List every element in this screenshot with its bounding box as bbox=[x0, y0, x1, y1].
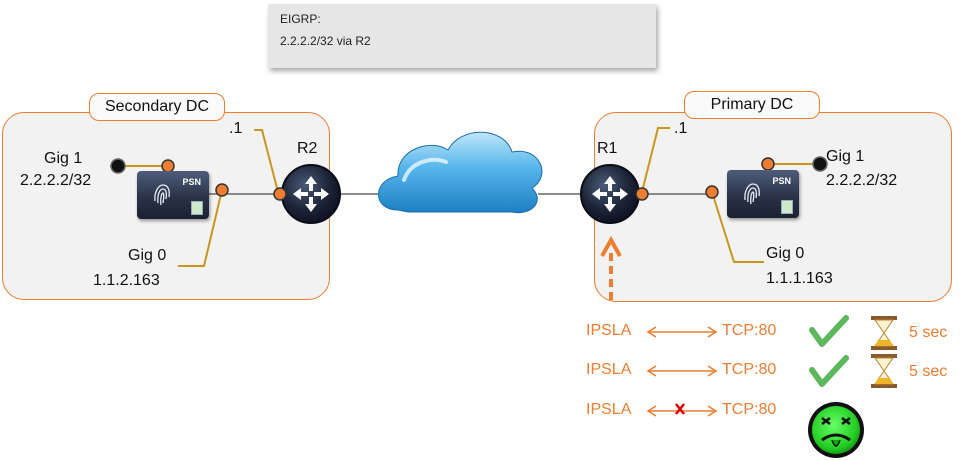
secondary-psn-gig0-port bbox=[215, 183, 229, 197]
r1-if-leader bbox=[641, 127, 670, 193]
ipsla-row2-left: IPSLA bbox=[586, 361, 632, 378]
hourglass-icon-row1 bbox=[871, 316, 897, 350]
check-icon-row1 bbox=[809, 315, 849, 347]
primary-gig0-leader bbox=[711, 191, 764, 263]
primary-gig0-ip: 1.1.1.163 bbox=[766, 270, 833, 287]
sick-face-icon bbox=[808, 402, 864, 458]
ipsla-fail-x-icon bbox=[675, 403, 685, 415]
r2-if-leader bbox=[254, 129, 279, 193]
secondary-dc-label: Secondary DC bbox=[89, 93, 225, 121]
primary-psn-gig1-port bbox=[761, 157, 775, 171]
psn-label: PSN bbox=[182, 177, 201, 187]
secondary-gig0-ip: 1.1.2.163 bbox=[93, 272, 160, 289]
psn-label: PSN bbox=[772, 176, 791, 186]
hourglass-icon-row2 bbox=[871, 354, 897, 388]
wan-cloud-icon bbox=[378, 131, 543, 214]
psn-status-icon bbox=[781, 200, 793, 214]
ipsla-arrow-row2 bbox=[646, 365, 718, 377]
primary-gig1-ip: 2.2.2.2/32 bbox=[826, 172, 898, 189]
secondary-gig1-label: Gig 1 bbox=[44, 150, 83, 167]
check-icon-row2 bbox=[809, 355, 849, 387]
r1-name-label: R1 bbox=[597, 140, 618, 157]
eigrp-route-note: EIGRP: 2.2.2.2/32 via R2 bbox=[268, 4, 656, 68]
r1-interface-label: .1 bbox=[674, 120, 688, 137]
ipsla-row1-timer: 5 sec bbox=[909, 324, 948, 341]
r2-name-label: R2 bbox=[297, 140, 318, 157]
secondary-gig0-label: Gig 0 bbox=[128, 247, 167, 264]
router-r2-icon bbox=[281, 164, 341, 224]
primary-psn-appliance: PSN bbox=[727, 170, 799, 218]
ipsla-row3-left: IPSLA bbox=[586, 401, 632, 418]
secondary-gig0-leader bbox=[178, 189, 223, 267]
primary-psn-gig0-port bbox=[705, 185, 719, 199]
secondary-gig1-endpoint bbox=[110, 158, 126, 174]
primary-dc-label: Primary DC bbox=[684, 91, 820, 119]
router-r1-icon bbox=[580, 164, 640, 224]
primary-gig1-endpoint bbox=[812, 156, 828, 172]
ipsla-row2-timer: 5 sec bbox=[909, 363, 948, 380]
ipsla-arrow-row1 bbox=[646, 326, 718, 338]
ipsla-row1-right: TCP:80 bbox=[722, 322, 777, 339]
ipsla-row3-right: TCP:80 bbox=[722, 401, 777, 418]
fingerprint-icon bbox=[154, 184, 170, 206]
ipsla-row2-right: TCP:80 bbox=[722, 361, 777, 378]
eigrp-route: 2.2.2.2/32 via R2 bbox=[280, 34, 371, 48]
psn-status-icon bbox=[191, 201, 203, 215]
fingerprint-icon bbox=[744, 183, 760, 205]
eigrp-title: EIGRP: bbox=[280, 12, 321, 26]
primary-gig0-label: Gig 0 bbox=[766, 245, 805, 262]
ipsla-row1-left: IPSLA bbox=[586, 322, 632, 339]
r1-port bbox=[635, 187, 649, 201]
secondary-psn-appliance: PSN bbox=[137, 171, 209, 219]
r2-port bbox=[273, 187, 287, 201]
r2-interface-label: .1 bbox=[229, 120, 243, 137]
primary-gig1-label: Gig 1 bbox=[826, 148, 865, 165]
ipsla-probe-arrow bbox=[600, 235, 622, 300]
secondary-gig1-ip: 2.2.2.2/32 bbox=[20, 172, 92, 189]
